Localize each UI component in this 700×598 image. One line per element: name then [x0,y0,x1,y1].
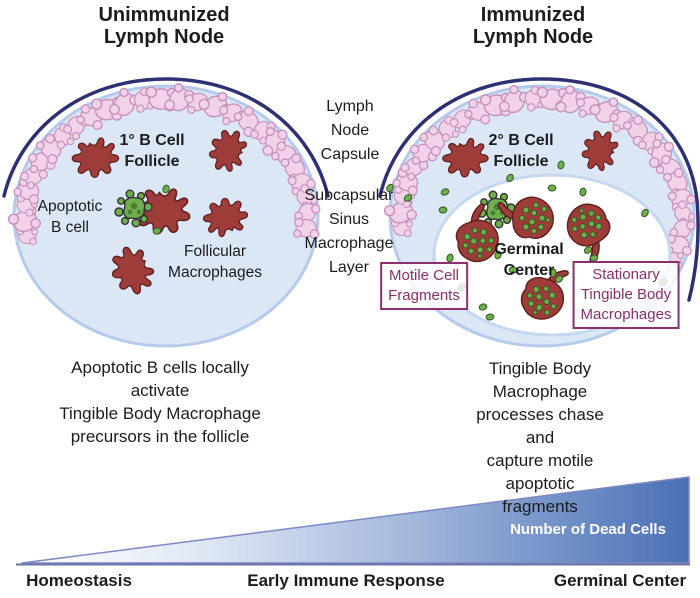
left-caption: Apoptotic B cells locally activate Tingi… [59,358,261,446]
right-caption: Tingible Body Macrophage processes chase… [476,359,604,516]
dead-cells-gradient-triangle [21,476,690,564]
stage-homeostasis-label: Homeostasis [26,571,132,590]
subcapsular-sinus-label: Subcapsular Sinus Macrophage Layer [304,187,394,276]
right-panel-title: Immunized Lymph Node [472,4,594,48]
stage-early-immune-response-label: Early Immune Response [247,571,445,590]
lymph-node-capsule-label: Lymph Node Capsule [320,98,380,163]
left-panel-title: Unimmunized Lymph Node [98,4,230,48]
dead-cells-gradient-label: Number of Dead Cells [510,521,666,538]
secondary-b-cell-follicle-label: 2° B Cell Follicle [488,132,554,170]
apoptotic-b-cell-label: Apoptotic B cell [37,198,103,236]
germinal-center-label: Germinal Center [494,241,564,279]
lymph-node-capsule-arc-right [378,77,700,302]
motile-cell-fragments-box: Motile Cell Fragments [380,262,468,310]
lymph-node-capsule-arc-left [2,77,330,198]
stage-germinal-center-label: Germinal Center [553,571,687,590]
stationary-tbm-box: Stationary Tingible Body Macrophages [572,261,680,329]
primary-b-cell-follicle-label: 1° B Cell Follicle [119,132,185,170]
follicular-macrophages-label: Follicular Macrophages [168,243,262,281]
